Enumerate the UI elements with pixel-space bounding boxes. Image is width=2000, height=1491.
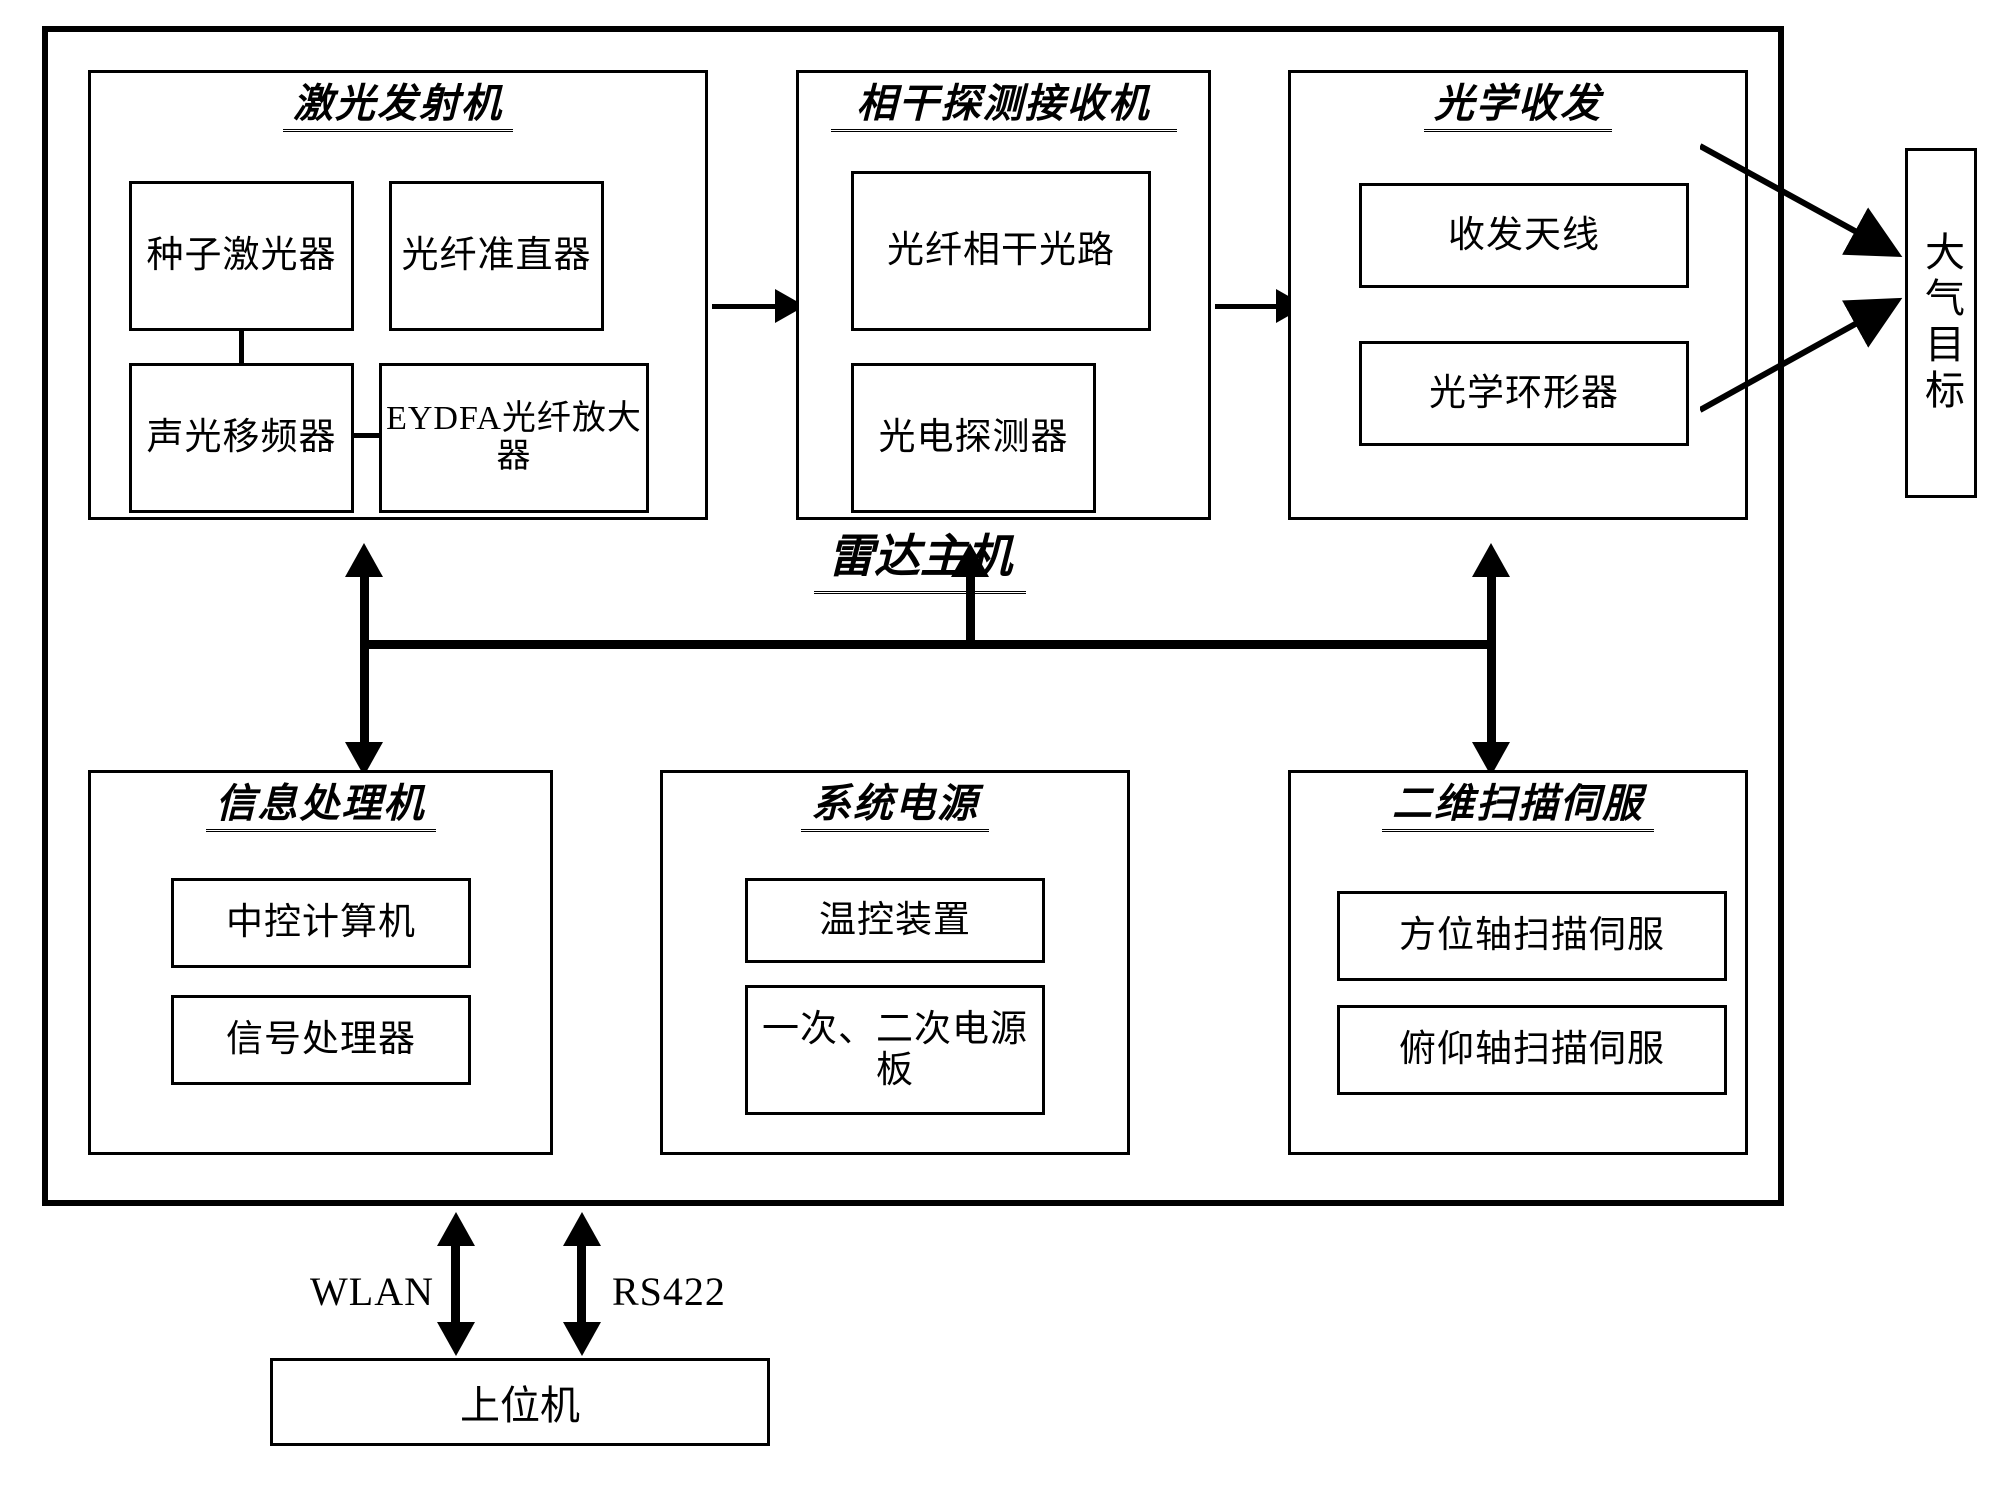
module-info-processor-title: 信息处理机 (91, 783, 550, 832)
bus-stub-right-up (1487, 575, 1496, 645)
module-optical-transceiver-title: 光学收发 (1291, 83, 1745, 132)
link-wlan-line (451, 1244, 460, 1324)
module-scan-servo: 二维扫描伺服 方位轴扫描伺服 俯仰轴扫描伺服 (1288, 770, 1748, 1155)
part-optical-circulator: 光学环形器 (1359, 341, 1689, 446)
arrowhead-wlan-down (437, 1322, 475, 1356)
part-photodetector: 光电探测器 (851, 363, 1096, 513)
module-system-power-title: 系统电源 (663, 783, 1127, 832)
arrowhead-bus-to-receiver (951, 543, 989, 577)
part-central-control-computer: 中控计算机 (171, 878, 471, 968)
arrowhead-bus-to-laser (345, 543, 383, 577)
arrowhead-rs422-down (563, 1322, 601, 1356)
part-seed-laser: 种子激光器 (129, 181, 354, 331)
part-aom-frequency-shifter: 声光移频器 (129, 363, 354, 513)
module-laser-transmitter-title: 激光发射机 (91, 83, 705, 132)
target-link-arrows (1700, 143, 1903, 413)
module-optical-transceiver: 光学收发 收发天线 光学环形器 (1288, 70, 1748, 520)
wire-aom-to-eydfa (353, 433, 381, 438)
radar-host-label: 雷达主机 (640, 520, 1200, 594)
module-scan-servo-title: 二维扫描伺服 (1291, 783, 1745, 832)
atmospheric-target-label: 大气目标 (1919, 231, 1964, 415)
external-atmospheric-target: 大气目标 (1905, 148, 1977, 498)
part-signal-processor: 信号处理器 (171, 995, 471, 1085)
arrowhead-wlan-up (437, 1212, 475, 1246)
bus-stub-middle-up (966, 575, 975, 645)
bus-stub-left-up (360, 575, 369, 645)
module-info-processor: 信息处理机 中控计算机 信号处理器 (88, 770, 553, 1155)
label-rs422: RS422 (612, 1269, 726, 1314)
bus-stub-right-down (1487, 645, 1496, 745)
part-azimuth-scan-servo: 方位轴扫描伺服 (1337, 891, 1727, 981)
link-rs422-line (577, 1244, 586, 1324)
wire-seed-to-aom (239, 329, 244, 365)
part-fiber-coherent-path: 光纤相干光路 (851, 171, 1151, 331)
module-coherent-receiver: 相干探测接收机 光纤相干光路 光电探测器 (796, 70, 1211, 520)
part-temperature-control: 温控装置 (745, 878, 1045, 963)
part-transceiver-antenna: 收发天线 (1359, 183, 1689, 288)
internal-bus (365, 640, 1495, 649)
part-fiber-collimator: 光纤准直器 (389, 181, 604, 331)
radar-host-label-text: 雷达主机 (814, 520, 1026, 594)
module-laser-transmitter: 激光发射机 种子激光器 光纤准直器 声光移频器 EYDFA光纤放大器 (88, 70, 708, 520)
part-eydfa-amplifier: EYDFA光纤放大器 (379, 363, 649, 513)
arrowhead-bus-to-transceiver (1472, 543, 1510, 577)
label-wlan: WLAN (310, 1269, 434, 1314)
part-power-board: 一次、二次电源板 (745, 985, 1045, 1115)
external-host-computer: 上位机 (270, 1358, 770, 1446)
module-coherent-receiver-title: 相干探测接收机 (799, 83, 1208, 132)
arrowhead-rs422-up (563, 1212, 601, 1246)
connector-receiver-to-transceiver (1215, 304, 1283, 309)
connector-laser-to-receiver (712, 304, 782, 309)
module-system-power: 系统电源 温控装置 一次、二次电源板 (660, 770, 1130, 1155)
part-elevation-scan-servo: 俯仰轴扫描伺服 (1337, 1005, 1727, 1095)
bus-stub-left-down (360, 645, 369, 745)
host-computer-label: 上位机 (460, 1383, 580, 1428)
